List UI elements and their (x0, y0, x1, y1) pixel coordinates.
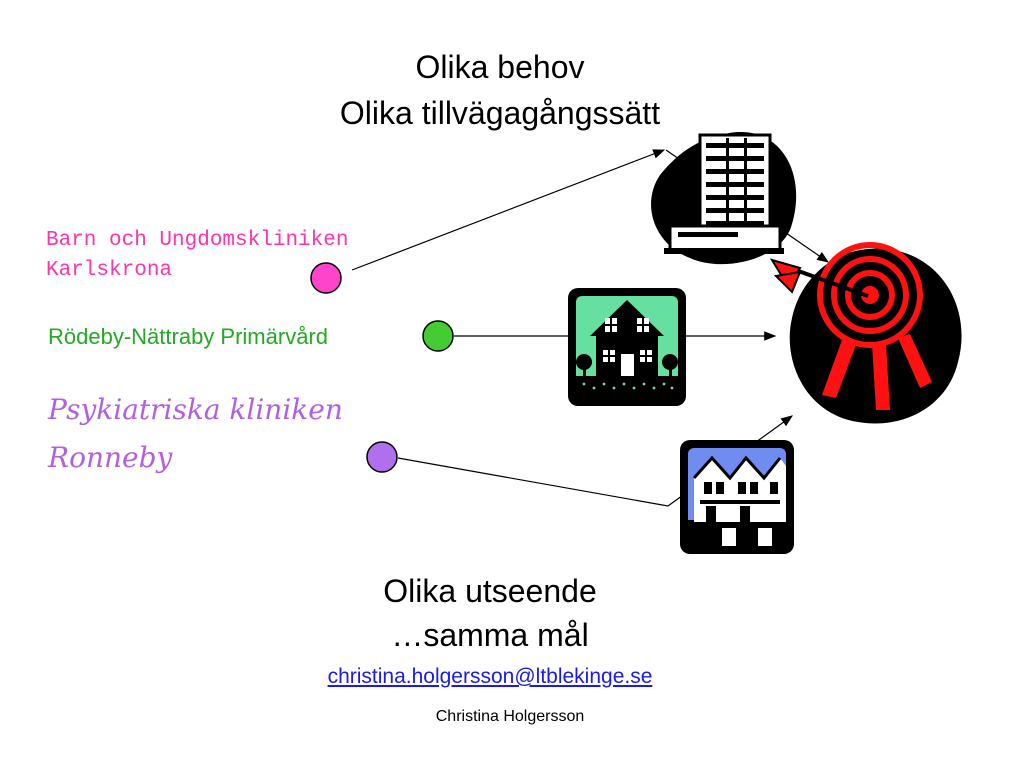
dot-rodeby-nattraby (422, 320, 454, 352)
label-3-line-2: Ronneby (48, 441, 173, 474)
label-barn-och-ungdomskliniken: Barn och Ungdomskliniken Karlskrona (46, 226, 348, 286)
dot-psykiatriska-kliniken (366, 441, 398, 473)
footer-author: Christina Holgersson (435, 708, 585, 725)
label-rodeby-nattraby: Rödeby-Nättraby Primärvård (48, 324, 328, 349)
subtitle-line-2: …samma mål (391, 617, 589, 653)
slide-title-line-1: Olika behov (415, 49, 585, 85)
office-building-icon (651, 131, 797, 265)
label-1-line-2: Karlskrona (46, 259, 173, 282)
email-link[interactable]: christina.holgersson@ltblekinge.se (327, 665, 653, 688)
target-dart-icon (769, 242, 962, 424)
slide-title-line-2: Olika tillvägagångssätt (339, 95, 661, 131)
subtitle-line-1: Olika utseende (383, 573, 597, 609)
connector-line-1 (351, 149, 666, 271)
label-psykiatriska-kliniken: Psykiatriska kliniken Ronneby (48, 386, 343, 482)
house-icon (568, 288, 686, 406)
row-houses-icon (680, 440, 794, 554)
connector-line-3 (397, 457, 669, 507)
label-3-line-1: Psykiatriska kliniken (48, 393, 343, 426)
dot-barn-och-ungdomskliniken (310, 262, 342, 294)
label-1-line-1: Barn och Ungdomskliniken (46, 229, 349, 252)
